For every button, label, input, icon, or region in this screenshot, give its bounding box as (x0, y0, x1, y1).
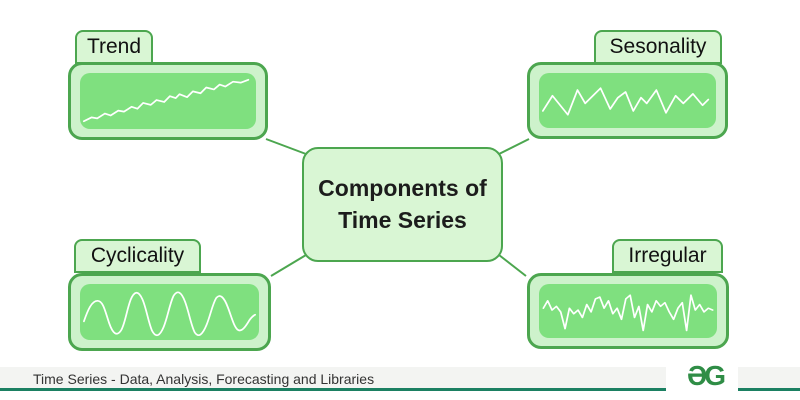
center-title-line2: Time Series (338, 206, 467, 233)
cyclicality-sparkline-line (83, 291, 256, 337)
cyclicality-label: Cyclicality (74, 239, 201, 273)
irregular-label: Irregular (612, 239, 723, 273)
irregular-label-text: Irregular (628, 244, 707, 267)
connector-cyclicality (270, 254, 307, 277)
connector-trend (265, 138, 307, 155)
seasonality-label-text: Sesonality (609, 35, 707, 58)
cyclicality-label-text: Cyclicality (90, 244, 185, 267)
geeksforgeeks-logo-icon: ƏG (681, 361, 729, 391)
connector-irregular (498, 254, 527, 277)
cyclicality-sparkline-panel (80, 284, 259, 340)
seasonality-chart-box (527, 62, 728, 139)
irregular-chart-box (527, 273, 729, 349)
cyclicality-sparkline (83, 291, 256, 337)
trend-label: Trend (75, 30, 153, 64)
seasonality-sparkline (541, 87, 710, 116)
seasonality-label: Sesonality (594, 30, 722, 64)
footer-rule-left (0, 388, 666, 391)
cyclicality-chart-box (68, 273, 271, 351)
irregular-sparkline-panel (539, 284, 717, 338)
footer-caption: Time Series - Data, Analysis, Forecastin… (33, 371, 375, 387)
trend-chart-box (68, 62, 268, 140)
center-title-line1: Components of (318, 174, 487, 201)
seasonality-sparkline-line (541, 87, 710, 116)
trend-sparkline (82, 78, 250, 123)
center-node: Components of Time Series (302, 147, 503, 262)
trend-label-text: Trend (86, 35, 142, 58)
trend-sparkline-panel (80, 73, 256, 129)
connector-seasonality (498, 138, 530, 155)
footer-rule-right (738, 388, 800, 391)
trend-sparkline-line (82, 78, 250, 123)
irregular-sparkline-line (542, 294, 714, 332)
irregular-sparkline (542, 294, 714, 332)
seasonality-sparkline-panel (539, 73, 716, 128)
